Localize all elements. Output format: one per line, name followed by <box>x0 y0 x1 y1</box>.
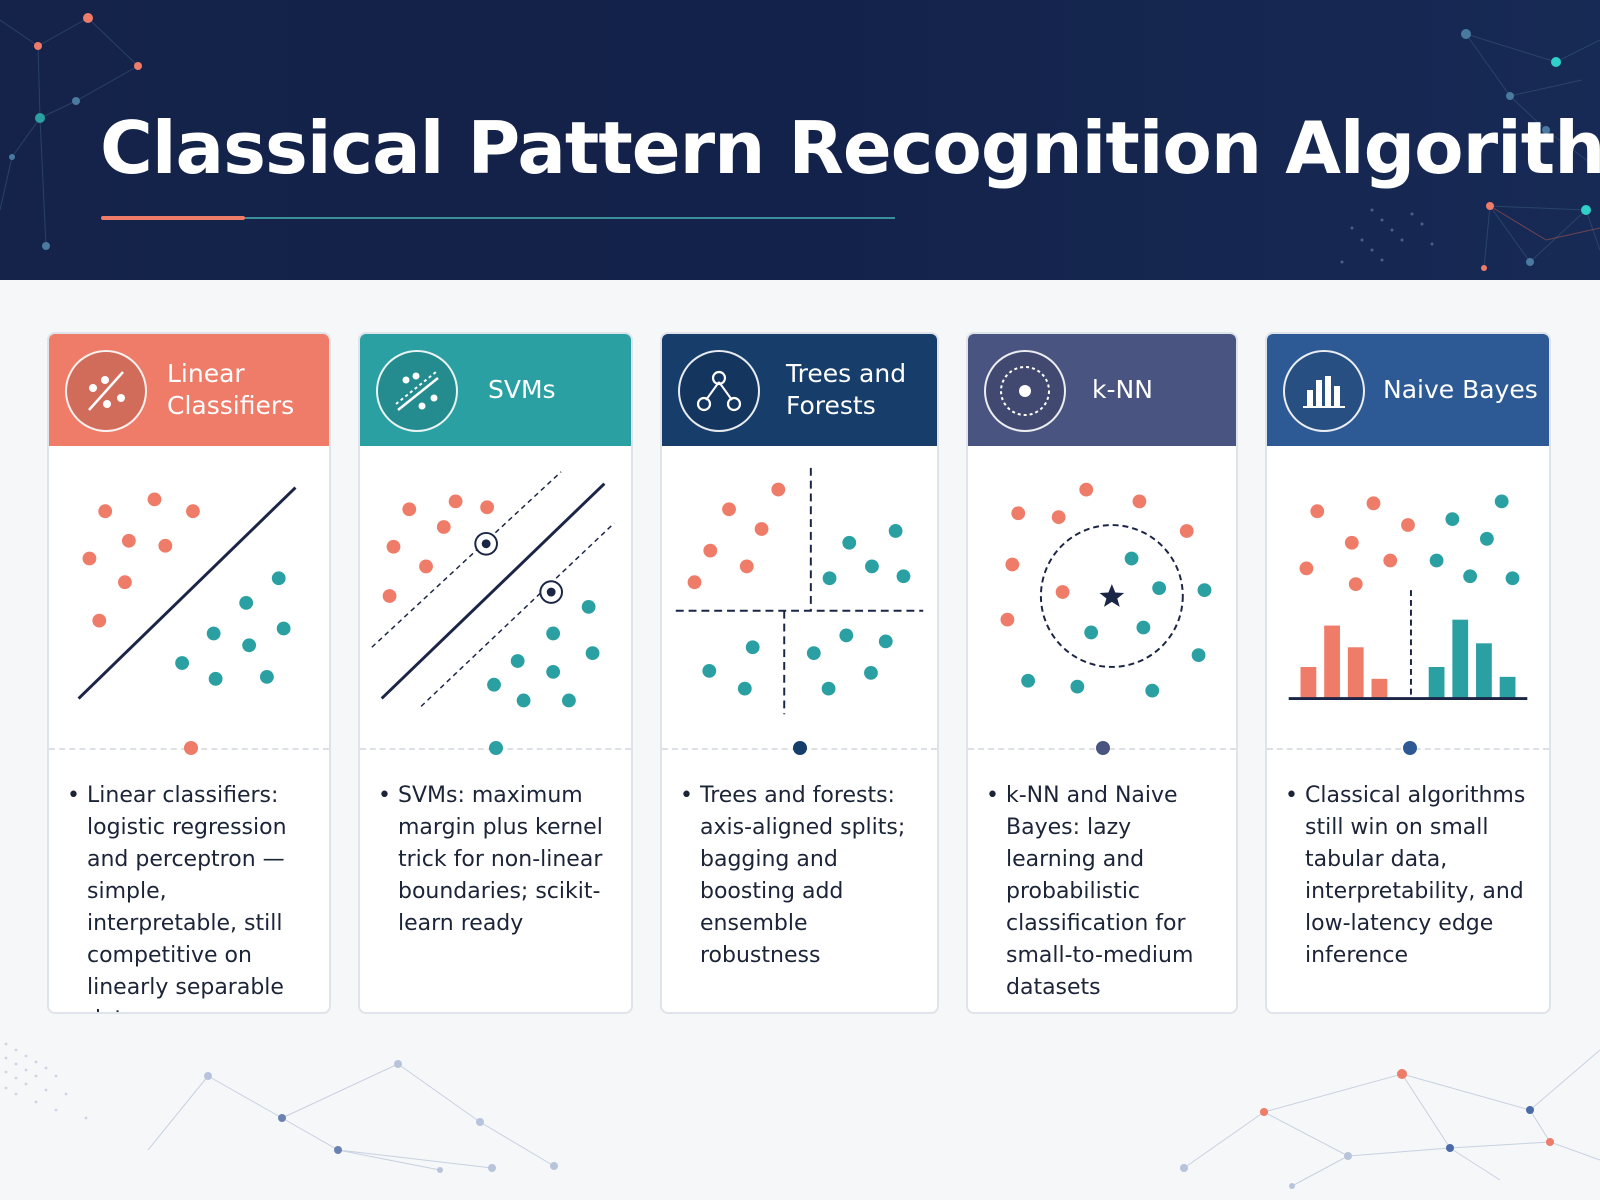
card-description-text: k-NN and Naive Bayes: lazy learning and … <box>1006 783 1194 1000</box>
card-title: k-NN <box>1092 375 1153 404</box>
card-header: SVMs <box>360 334 631 446</box>
card-header: k-NN <box>968 334 1236 446</box>
tree-splits-plot <box>675 467 924 715</box>
card-divider-dot <box>793 741 807 755</box>
card-knn: k-NN • k-NN and Naive Bayes: lazy learni… <box>966 332 1238 1014</box>
card-description: • k-NN and Naive Bayes: lazy learning an… <box>986 780 1222 1004</box>
card-divider-dot <box>1403 741 1417 755</box>
svm-margin-plot <box>371 471 615 708</box>
card-header: Naive Bayes <box>1267 334 1549 446</box>
card-naive-bayes: Naive Bayes • Classical algorithms still… <box>1265 332 1551 1014</box>
page-title: Classical Pattern Recognition Algorithms <box>100 106 1600 190</box>
card-header: Trees and Forests <box>662 334 937 446</box>
svm-margin-icon <box>376 350 458 432</box>
bullet-icon: • <box>378 783 391 808</box>
bullet-icon: • <box>1285 783 1298 808</box>
card-title: Trees and Forests <box>786 359 907 420</box>
card-svms: SVMs • SVMs: maximum margin plus kernel … <box>358 332 633 1014</box>
card-description: • Classical algorithms still win on smal… <box>1285 780 1535 972</box>
card-divider-dot <box>489 741 503 755</box>
naive-bayes-distribution-plot <box>1288 494 1528 701</box>
target-icon <box>984 350 1066 432</box>
card-description-text: SVMs: maximum margin plus kernel trick f… <box>398 783 603 936</box>
card-description-text: Classical algorithms still win on small … <box>1305 783 1526 968</box>
linear-boundary-plot <box>77 486 297 700</box>
title-underline <box>245 217 895 219</box>
network-decoration <box>0 13 1600 271</box>
card-trees-forests: Trees and Forests • Trees and forests: a… <box>660 332 939 1014</box>
title-underline-accent <box>101 216 245 220</box>
card-description: • Trees and forests: axis-aligned splits… <box>680 780 923 972</box>
tree-icon <box>678 350 760 432</box>
card-description-text: Trees and forests: axis-aligned splits; … <box>700 783 906 968</box>
card-header: Linear Classifiers <box>49 334 329 446</box>
linear-separator-icon <box>65 350 147 432</box>
card-description: • SVMs: maximum margin plus kernel trick… <box>378 780 617 940</box>
card-title: Linear Classifiers <box>167 359 295 420</box>
card-description: • Linear classifiers: logistic regressio… <box>67 780 315 1012</box>
bullet-icon: • <box>680 783 693 808</box>
card-title: SVMs <box>488 375 556 404</box>
bar-chart-icon <box>1283 350 1365 432</box>
card-divider-dot <box>1096 741 1110 755</box>
bullet-icon: • <box>986 783 999 808</box>
knn-neighborhood-plot <box>1000 482 1212 698</box>
bullet-icon: • <box>67 783 80 808</box>
card-linear-classifiers: Linear Classifiers • Linear classifiers:… <box>47 332 331 1014</box>
card-description-text: Linear classifiers: logistic regression … <box>87 783 287 1012</box>
card-title: Naive Bayes <box>1383 375 1538 404</box>
card-divider-dot <box>184 741 198 755</box>
header-banner: Classical Pattern Recognition Algorithms <box>0 0 1600 280</box>
bottom-network-decoration <box>4 1042 1600 1189</box>
